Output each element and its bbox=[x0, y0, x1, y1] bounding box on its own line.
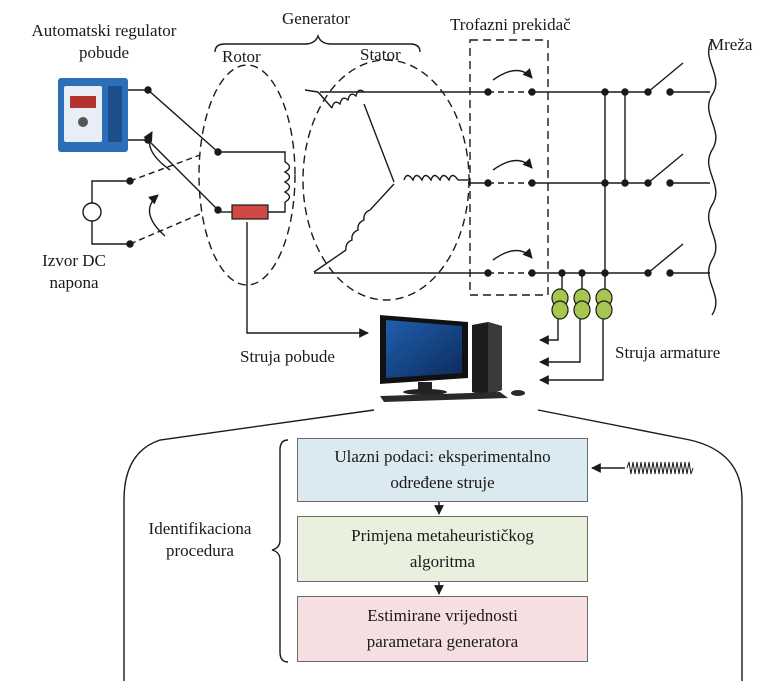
step-input-data: Ulazni podaci: eksperimentalno određene … bbox=[297, 438, 588, 502]
avr-wire-2 bbox=[128, 139, 219, 211]
grid-symbol bbox=[707, 39, 717, 316]
stator-coil-b bbox=[403, 174, 459, 182]
dc-wire bbox=[91, 180, 130, 203]
grid-label: Mreža bbox=[709, 35, 753, 54]
rotor-label: Rotor bbox=[222, 47, 261, 66]
switch-arrow-1 bbox=[143, 131, 171, 171]
procedure-label-line2: procedura bbox=[166, 541, 234, 560]
rotor-boundary bbox=[198, 64, 296, 286]
step-estimated-line2: parametara generatora bbox=[366, 632, 519, 651]
phase-line-1 bbox=[304, 89, 488, 93]
dc-source-symbol bbox=[82, 202, 102, 222]
zoom-left bbox=[123, 409, 375, 681]
step-metaheuristic-line2: algoritma bbox=[409, 552, 476, 571]
step-input-data-line1: Ulazni podaci: eksperimentalno bbox=[334, 447, 551, 466]
stator-a-to-neutral bbox=[363, 103, 395, 183]
stator-coil-a bbox=[331, 89, 365, 109]
step-estimated-line1: Estimirane vrijednosti bbox=[367, 606, 518, 625]
procedure-label: Identifikaciona procedura bbox=[128, 518, 272, 562]
computer-image bbox=[380, 315, 525, 402]
breaker-arrow-1 bbox=[492, 68, 533, 81]
generator-brace bbox=[214, 34, 421, 53]
avr-device-image bbox=[58, 78, 128, 152]
stator-c-lead bbox=[313, 249, 347, 273]
ct-lead-2 bbox=[539, 318, 581, 367]
dc-source-label-line2: napona bbox=[49, 273, 99, 292]
breaker-label: Trofazni prekidač bbox=[450, 15, 571, 34]
stator-coil-c bbox=[345, 209, 371, 251]
rotor-coil bbox=[283, 161, 291, 203]
rotor-wire-bottom bbox=[268, 202, 286, 213]
ct-lead-1 bbox=[539, 318, 559, 345]
procedure-brace bbox=[271, 439, 289, 663]
rotor-wire-top bbox=[218, 151, 286, 162]
signal-waveform bbox=[626, 461, 694, 475]
dc-source-label: Izvor DC napona bbox=[14, 250, 134, 294]
stator-label: Stator bbox=[360, 45, 401, 64]
switch-link-1 bbox=[129, 154, 201, 182]
step-input-data-line2: određene struje bbox=[390, 473, 495, 492]
grid-switch-3 bbox=[647, 243, 684, 274]
dc-wire-2 bbox=[91, 221, 130, 245]
step-metaheuristic: Primjena metaheurističkog algoritma bbox=[297, 516, 588, 582]
stator-boundary bbox=[302, 59, 470, 301]
stator-neutral-to-c bbox=[369, 183, 395, 211]
grid-switch-1 bbox=[647, 62, 684, 93]
avr-label: Automatski regulator pobude bbox=[0, 20, 208, 64]
step-metaheuristic-line1: Primjena metaheurističkog bbox=[351, 526, 534, 545]
avr-label-line1: Automatski regulator bbox=[31, 21, 177, 40]
dc-source-label-line1: Izvor DC bbox=[42, 251, 106, 270]
stator-top-lead bbox=[317, 91, 333, 109]
switch-arrow-2 bbox=[148, 194, 166, 237]
zoom-right bbox=[537, 409, 743, 681]
breaker-arrow-3 bbox=[492, 248, 533, 261]
breaker-boundary bbox=[469, 39, 549, 296]
field-current-label: Struja pobude bbox=[240, 347, 335, 366]
generator-label: Generator bbox=[282, 9, 350, 28]
grid-switch-2 bbox=[647, 153, 684, 184]
avr-label-line2: pobude bbox=[78, 43, 130, 62]
breaker-arrow-2 bbox=[492, 158, 533, 171]
avr-wire-1 bbox=[128, 89, 219, 153]
current-transformers bbox=[551, 288, 613, 320]
armature-current-label: Struja armature bbox=[615, 343, 721, 362]
ct-lead-3 bbox=[539, 318, 604, 385]
procedure-label-line1: Identifikaciona bbox=[148, 519, 252, 538]
field-winding-element bbox=[231, 204, 269, 220]
step-estimated-parameters: Estimirane vrijednosti parametara genera… bbox=[297, 596, 588, 662]
field-current-lead bbox=[246, 222, 369, 338]
switch-link-2 bbox=[129, 213, 201, 245]
